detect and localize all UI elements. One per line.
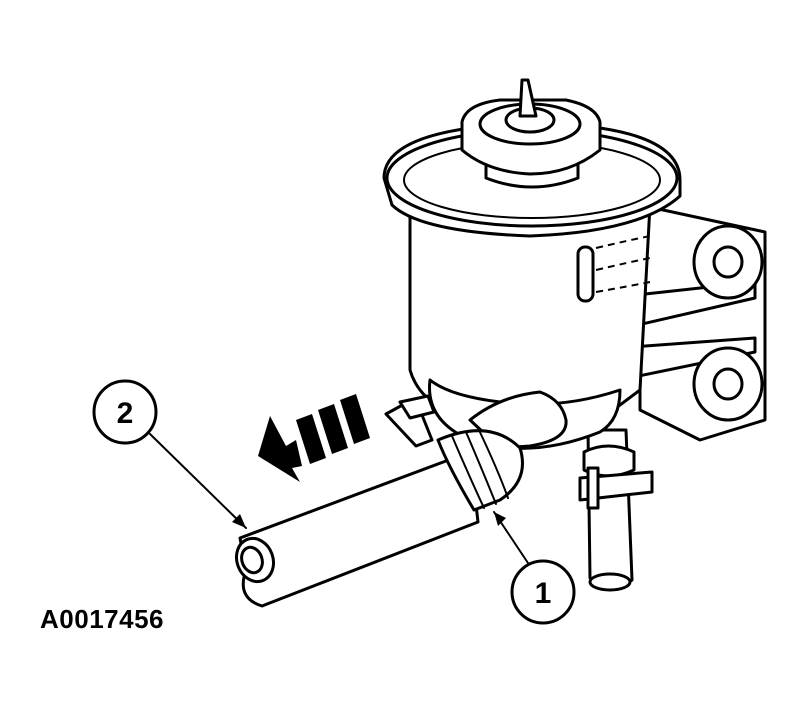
bracket-bushing-upper	[692, 224, 764, 300]
callout-1-label: 1	[535, 577, 552, 610]
fluid-level-window	[576, 245, 595, 303]
filler-cap	[460, 78, 602, 189]
callout-2: 2	[92, 379, 247, 529]
callout-1: 1	[493, 511, 576, 625]
lower-hose-clamp	[578, 466, 654, 510]
reservoir-body	[408, 203, 652, 450]
cap-vent-tab	[518, 78, 538, 118]
bracket-bushing-lower	[692, 346, 764, 422]
callout-2-label: 2	[117, 397, 134, 430]
direction-arrow-icon	[258, 394, 370, 482]
figure-id: A0017456	[40, 604, 164, 634]
hose-clamp	[384, 394, 524, 512]
lower-hose	[578, 428, 654, 592]
return-hose	[234, 450, 480, 608]
